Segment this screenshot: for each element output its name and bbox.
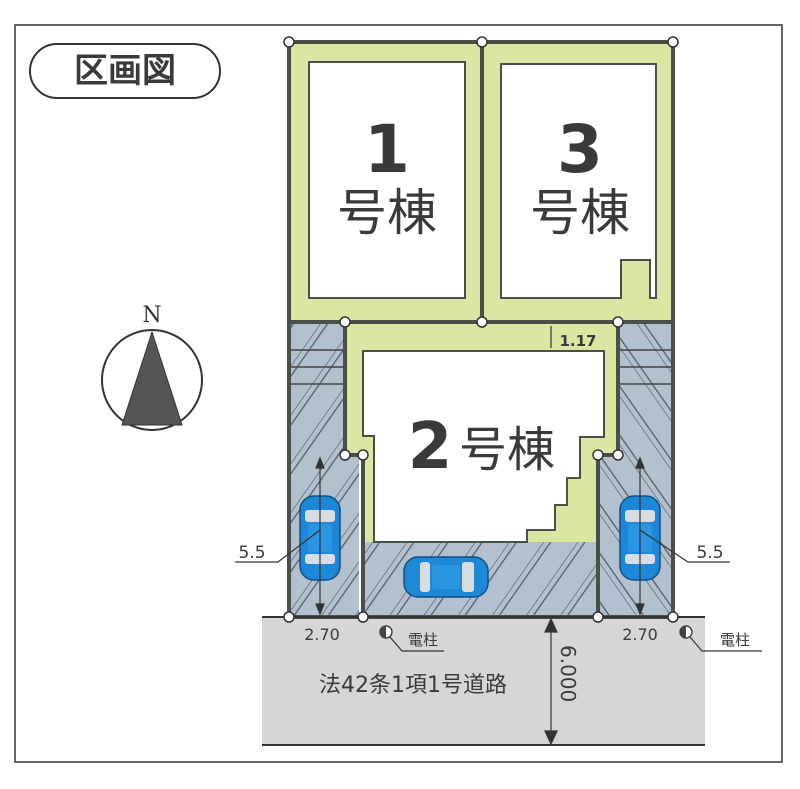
utility-pole-left: 電柱 xyxy=(379,625,444,652)
road-width-dimension: 6.000 xyxy=(556,645,580,702)
lot-3-number: 3 xyxy=(557,111,603,188)
lot-1-suffix: 号棟 xyxy=(337,184,437,242)
road-area xyxy=(262,617,705,745)
north-label: N xyxy=(142,303,161,328)
page-title: 区画図 xyxy=(74,51,176,91)
north-arrow-icon xyxy=(121,330,183,426)
title-badge: 区画図 xyxy=(29,43,221,99)
boundary-markers xyxy=(283,36,679,623)
utility-pole-right: 電柱 xyxy=(679,625,762,652)
parking-depth-right: 5.5 xyxy=(696,543,723,563)
lot-1-number: 1 xyxy=(364,111,410,188)
svg-text:電柱: 電柱 xyxy=(720,631,750,649)
car-icon-center xyxy=(403,556,489,598)
north-compass: N xyxy=(101,303,203,431)
road-label: 法42条1項1号道路 xyxy=(319,673,507,698)
building-2 xyxy=(362,350,605,543)
building-3 xyxy=(500,63,657,299)
lot-2-suffix: 号棟 xyxy=(459,422,555,478)
parking-width-right: 2.70 xyxy=(622,625,658,644)
building-1 xyxy=(308,61,466,299)
svg-text:電柱: 電柱 xyxy=(408,631,438,649)
lot-3-suffix: 号棟 xyxy=(530,184,630,242)
parking-depth-left: 5.5 xyxy=(238,543,265,563)
lot-2-number: 2 xyxy=(408,410,453,484)
parking-width-left: 2.70 xyxy=(304,625,340,644)
setback-dimension: 1.17 xyxy=(559,332,596,350)
